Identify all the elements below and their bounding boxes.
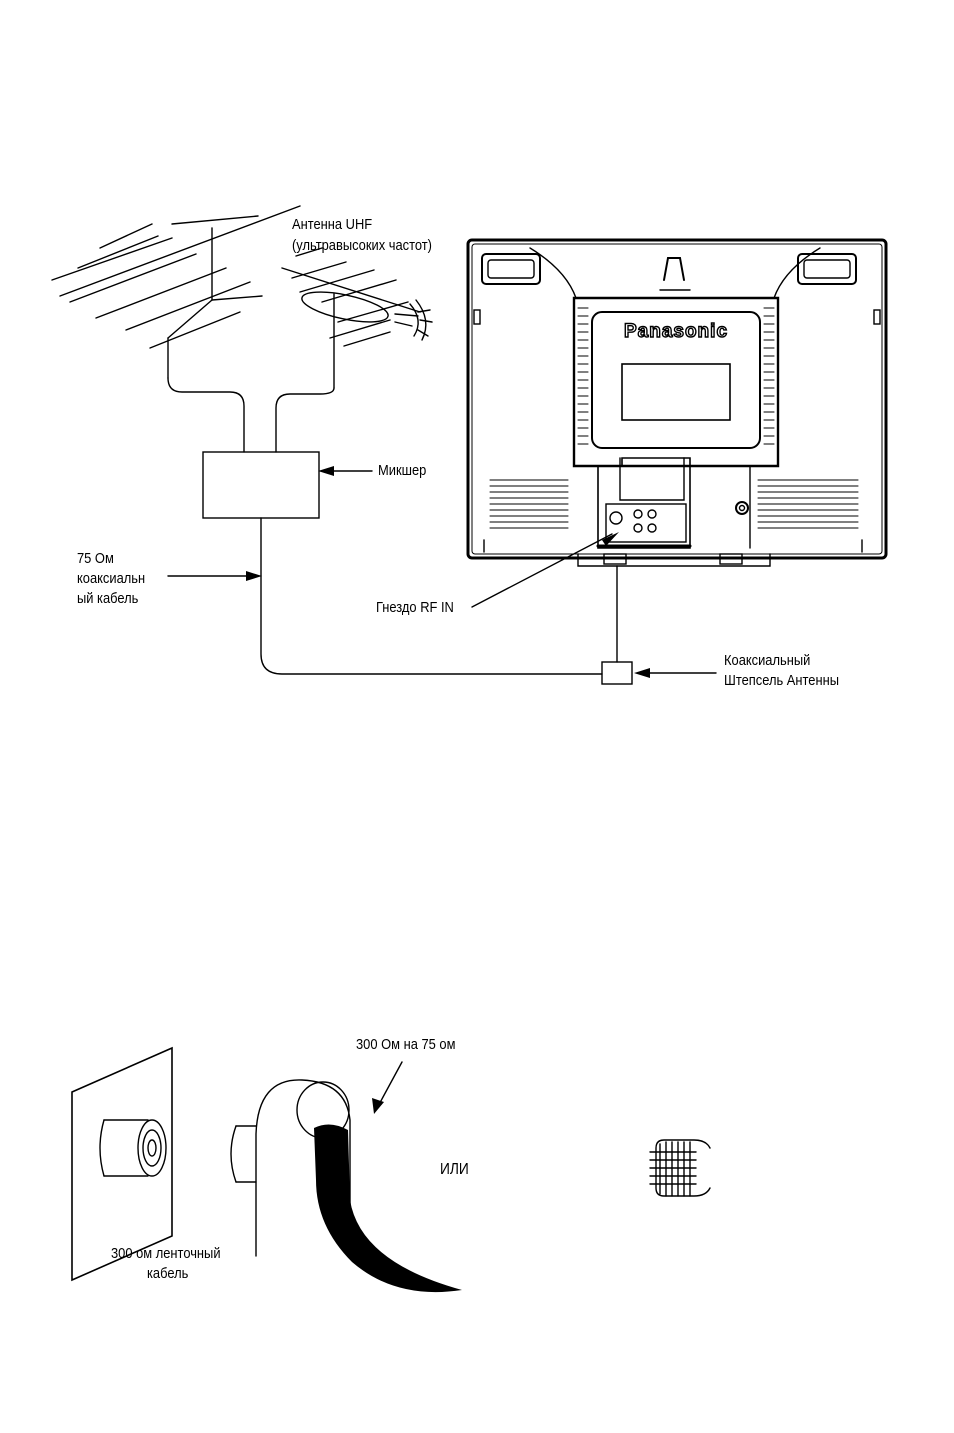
- mixer-box: [203, 452, 319, 518]
- label-or: ИЛИ: [440, 1160, 469, 1179]
- label-uhf-antenna-1: Антенна UHF: [292, 215, 372, 234]
- uhf-antenna: [282, 248, 432, 388]
- label-ribbon-2: кабель: [147, 1264, 188, 1283]
- label-coax-2: коаксиальн: [77, 569, 145, 588]
- label-ribbon-1: 300 ом ленточный: [111, 1244, 221, 1263]
- coax-plug: [602, 662, 632, 684]
- label-plug-2: Штепсель Антенны: [724, 671, 839, 690]
- tv-rear-view: [468, 240, 886, 566]
- panasonic-logo: Panasonic: [624, 321, 728, 342]
- label-rf-in: Гнездо RF IN: [376, 598, 454, 617]
- label-coax-3: ый кабель: [77, 589, 138, 608]
- coax-cable: [261, 518, 602, 674]
- rf-in-leader: [472, 534, 612, 607]
- ribbon-cable: [314, 1124, 462, 1292]
- label-plug-1: Коаксиальный: [724, 651, 810, 670]
- antenna-downleads: [168, 378, 334, 452]
- label-adapter: 300 Ом на 75 ом: [356, 1035, 455, 1054]
- label-coax-1: 75 Ом: [77, 549, 114, 568]
- ferrite-clamp: [650, 1140, 710, 1196]
- label-uhf-antenna-2: (ультравысоких частот): [292, 236, 432, 255]
- label-mixer: Микшер: [378, 461, 426, 480]
- vhf-antenna: [52, 206, 300, 378]
